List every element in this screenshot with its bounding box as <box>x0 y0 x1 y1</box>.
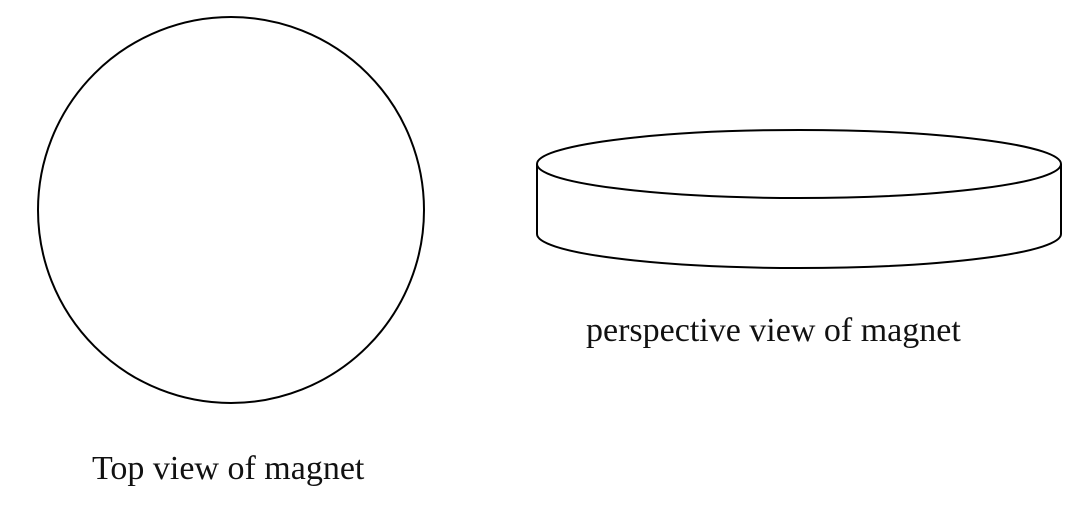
magnet-perspective-view <box>536 129 1062 269</box>
perspective-view-caption: perspective view of magnet <box>586 312 961 349</box>
magnet-top-face-ellipse <box>536 129 1062 199</box>
magnet-bottom-edge <box>536 233 1062 269</box>
top-view-caption: Top view of magnet <box>92 450 365 487</box>
magnet-top-view-circle <box>37 16 425 404</box>
